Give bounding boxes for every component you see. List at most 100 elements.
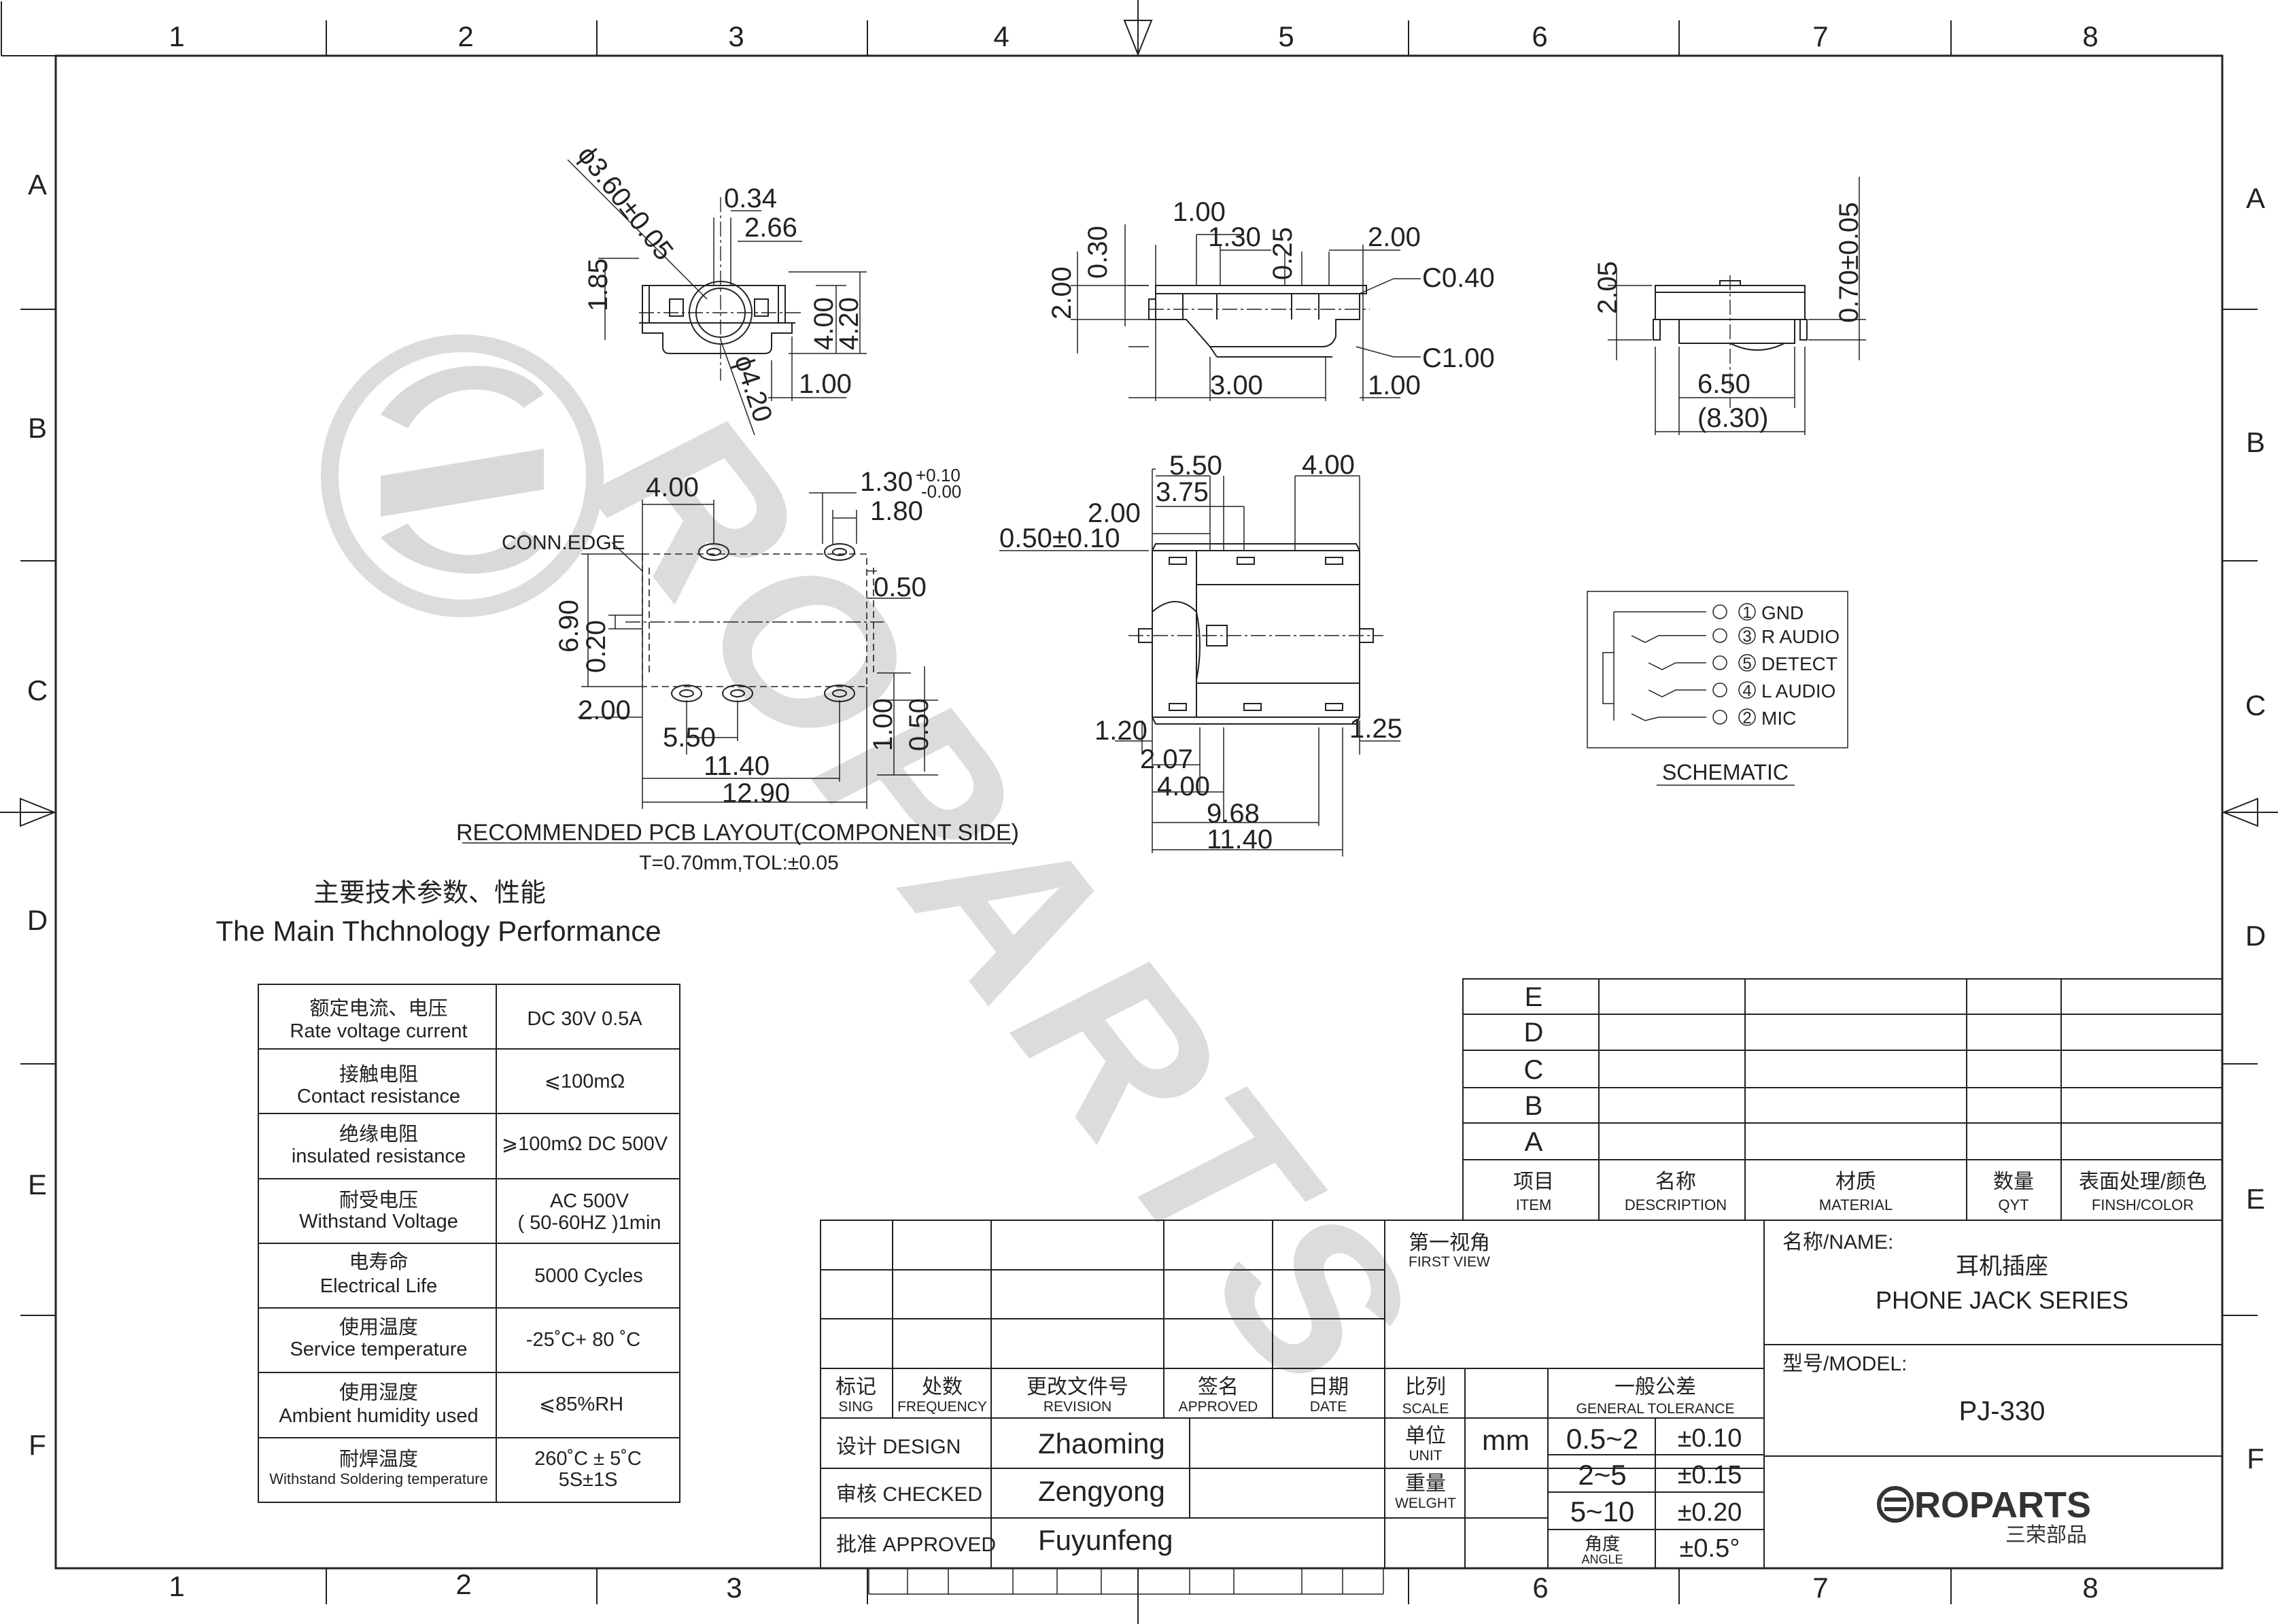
rev-header-en: FREQUENCY (897, 1399, 987, 1415)
dim-pcb-550: 5.50 (663, 723, 716, 753)
weight-en: WELGHT (1395, 1496, 1456, 1511)
row-label-left: F (29, 1429, 46, 1461)
tol-range: 5~10 (1570, 1496, 1635, 1527)
pin-number: 4 (1742, 682, 1751, 700)
dim-top-400b: 4.00 (1157, 772, 1210, 801)
pin-label: DETECT (1761, 653, 1837, 674)
pin-label: L AUDIO (1761, 680, 1835, 702)
perf-cn: 电寿命 (349, 1251, 408, 1273)
dim-side-200b: 2.00 (1047, 266, 1077, 319)
pcb-layout: CONN.EDGE 4.00 1.30 +0.10 -0.00 1.80 0.5… (456, 465, 1019, 874)
perf-en: Service temperature (290, 1338, 467, 1360)
pin-label: R AUDIO (1761, 626, 1840, 647)
product-name-cn: 耳机插座 (1956, 1254, 2048, 1279)
tol-range: 2~5 (1578, 1459, 1626, 1491)
dim-front-100: 1.00 (799, 369, 852, 399)
performance-title-cn: 主要技术参数、性能 (313, 879, 546, 908)
pcb-conn-edge: CONN.EDGE (502, 532, 625, 554)
dim-side-300: 3.00 (1210, 370, 1263, 400)
bom-header-cn: 项目 (1513, 1171, 1554, 1193)
sign-name: Zhaoming (1038, 1428, 1165, 1459)
sign-role: 设计 DESIGN (836, 1436, 961, 1458)
perf-value: 5000 Cycles (534, 1265, 643, 1287)
bom-row-label: C (1524, 1055, 1544, 1085)
dim-top-1140: 11.40 (1207, 825, 1273, 854)
row-label-right: B (2246, 426, 2265, 458)
bom-row-label: D (1524, 1018, 1544, 1048)
rev-header-cn: 签名 (1198, 1376, 1239, 1398)
dim-pcb-400: 4.00 (646, 472, 699, 502)
dim-pcb-050a: 0.50 (874, 572, 927, 602)
dim-side-030: 0.30 (1083, 226, 1113, 279)
col-label-top: 3 (728, 20, 744, 52)
perf-value: ⩽100mΩ (545, 1071, 625, 1092)
model-number: PJ-330 (1959, 1396, 2046, 1426)
row-label-left: B (28, 412, 47, 444)
bom-header-en: ITEM (1516, 1196, 1552, 1213)
dim-top-200: 2.00 (1088, 498, 1141, 528)
dim-side-100b: 1.00 (1368, 370, 1421, 400)
row-labels: A B C D E F A B C D E F (27, 169, 2266, 1474)
dim-pcb-1290: 12.90 (722, 778, 790, 808)
pin-label: MIC (1761, 708, 1796, 729)
dim-pcb-130: 1.30 (860, 467, 913, 497)
row-label-right: F (2247, 1442, 2264, 1474)
perf-en: Electrical Life (320, 1275, 437, 1297)
dim-front-phi360: ϕ3.60±0.05 (572, 140, 679, 266)
column-labels: 1 2 3 4 5 6 7 8 1 2 3 6 7 8 (169, 20, 2098, 1604)
unit-cn: 单位 (1405, 1425, 1446, 1447)
dim-side-c100: C1.00 (1422, 343, 1495, 373)
perf-value: DC 30V 0.5A (527, 1008, 642, 1030)
bom-row-label: B (1525, 1091, 1543, 1121)
first-view-en: FIRST VIEW (1409, 1254, 1490, 1270)
pin-number: 5 (1742, 655, 1751, 673)
dim-top-207: 2.07 (1140, 744, 1193, 774)
dim-side-100: 1.00 (1173, 197, 1226, 227)
bom-header-cn: 数量 (1993, 1171, 2034, 1193)
col-label-top: 7 (1812, 20, 1828, 52)
dim-pcb-200: 2.00 (578, 695, 631, 725)
angle-cn: 角度 (1585, 1534, 1620, 1554)
dim-pcb-180: 1.80 (870, 496, 923, 526)
perf-en: Contact resistance (297, 1086, 460, 1107)
col-label-bottom: 1 (169, 1570, 184, 1602)
perf-cn: 绝缘电阻 (339, 1123, 418, 1145)
pin-number: 1 (1742, 604, 1751, 622)
pin-number: 3 (1742, 627, 1751, 646)
perf-value: ⩽85%RH (539, 1394, 623, 1415)
dim-side-130: 1.30 (1208, 222, 1261, 252)
tolerance-en: GENERAL TOLERANCE (1576, 1401, 1734, 1417)
dim-side-200a: 2.00 (1368, 222, 1421, 252)
perf-value: 5S±1S (559, 1469, 618, 1491)
dim-front-420: 4.20 (834, 297, 864, 350)
bom-header-en: DESCRIPTION (1625, 1196, 1727, 1213)
perf-cn: 使用温度 (339, 1316, 418, 1338)
rev-header-en: REVISION (1043, 1399, 1111, 1415)
perf-value: -25˚C+ 80 ˚C (526, 1329, 640, 1351)
side-view: 1.00 1.30 0.25 2.00 0.30 2.00 C0.40 C1.0… (1047, 197, 1495, 401)
dim-top-125: 1.25 (1349, 714, 1402, 744)
dim-front-185: 1.85 (583, 258, 613, 311)
logo-text: ROPARTS (1914, 1485, 2091, 1525)
dim-end-830: (8.30) (1697, 403, 1769, 433)
pcb-layout-title: RECOMMENDED PCB LAYOUT(COMPONENT SIDE) (456, 820, 1019, 846)
row-label-right: C (2245, 689, 2266, 721)
bom-header-cn: 名称 (1655, 1171, 1696, 1193)
sign-role: 审核 CHECKED (836, 1483, 982, 1506)
dim-pcb-tol-plus: +0.10 (916, 465, 961, 485)
dim-top-375: 3.75 (1156, 477, 1209, 507)
unit-en: UNIT (1409, 1448, 1443, 1464)
row-label-right: D (2245, 920, 2266, 952)
row-label-left: D (27, 904, 48, 936)
scale-cn: 比列 (1405, 1376, 1446, 1398)
rev-header-en: APPROVED (1179, 1399, 1258, 1415)
top-view: 5.50 4.00 3.75 2.00 0.50±0.10 1.20 2.07 … (999, 450, 1402, 857)
col-label-bottom: 3 (726, 1572, 742, 1604)
bom-row-label: A (1525, 1127, 1543, 1157)
pcb-layout-subtitle: T=0.70mm,TOL:±0.05 (639, 852, 839, 874)
schematic: 1 3 5 4 2 GND R AUDIO DETECT L AUDIO MIC… (1587, 591, 1848, 786)
dim-front-266: 2.66 (744, 213, 797, 243)
tol-value: ±0.15 (1678, 1461, 1742, 1489)
col-label-top: 1 (169, 20, 184, 52)
